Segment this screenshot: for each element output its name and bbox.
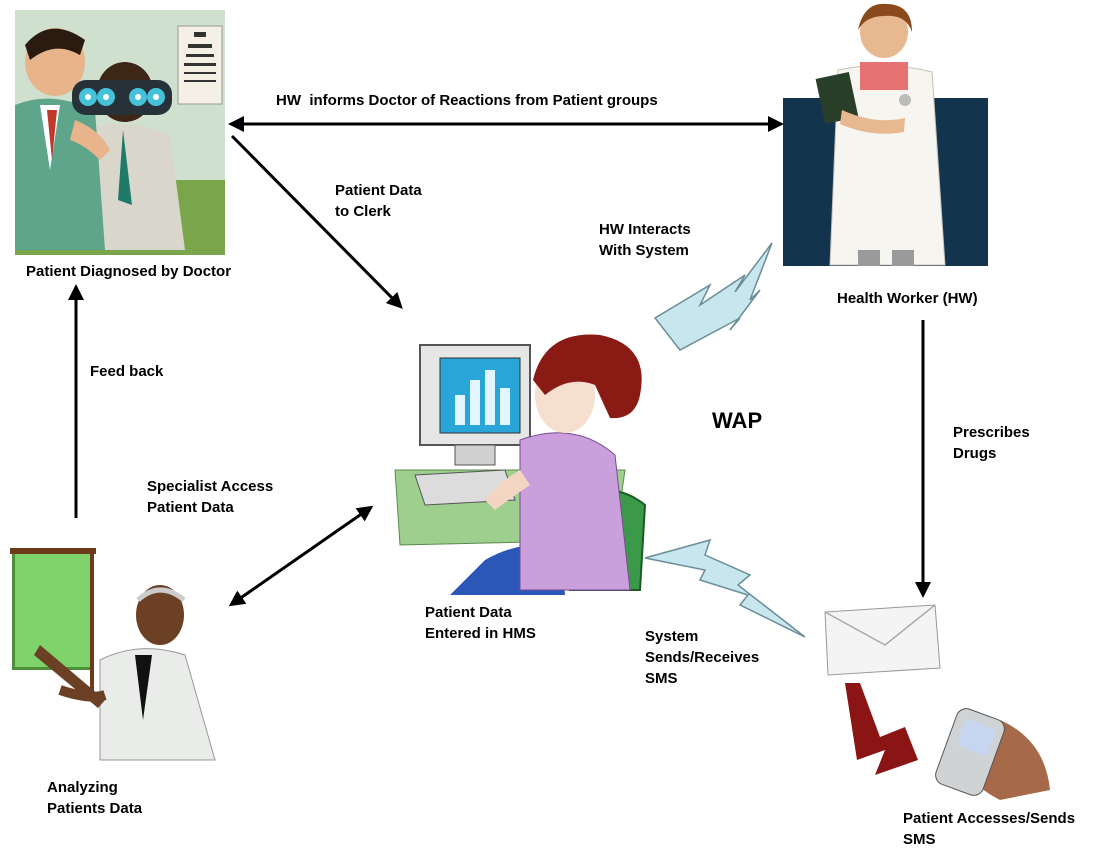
- lightning-bolt-icon: [653, 242, 773, 351]
- lightning-bolt-icon: [644, 538, 806, 638]
- health-worker-caption: Health Worker (HW): [837, 290, 978, 307]
- hw-informs-label: HW informs Doctor of Reactions from Pati…: [276, 92, 658, 109]
- specialist-access-label: Specialist Access Patient Data: [147, 478, 274, 516]
- system-sms-label: System Sends/Receives SMS: [645, 628, 760, 687]
- doctor-eye-exam-illustration: [15, 10, 225, 255]
- clerk-computer-illustration: [394, 334, 647, 595]
- hw-interacts-label: HW Interacts With System: [599, 221, 691, 259]
- wap-label: WAP: [712, 408, 763, 433]
- clerk-caption: Patient Data Entered in HMS: [425, 604, 536, 642]
- analyzing-caption: Analyzing Patients Data: [47, 779, 143, 817]
- prescribes-drugs-label: Prescribes Drugs: [953, 424, 1030, 462]
- patient-sms-caption: Patient Accesses/Sends SMS: [903, 810, 1076, 848]
- sms-delivery-arrow: [845, 683, 918, 775]
- doctor-caption: Patient Diagnosed by Doctor: [26, 263, 232, 280]
- arrow-specialist-clerk: [228, 505, 374, 607]
- mobile-phone-icon: [935, 708, 1050, 800]
- specialist-presenter-illustration: [10, 548, 216, 761]
- envelope-icon: [824, 604, 941, 676]
- feedback-label: Feed back: [90, 363, 164, 380]
- health-worker-illustration: [783, 3, 988, 266]
- patient-data-clerk-label: Patient Data to Clerk: [335, 182, 422, 220]
- arrow-doctor-to-clerk: [230, 134, 403, 309]
